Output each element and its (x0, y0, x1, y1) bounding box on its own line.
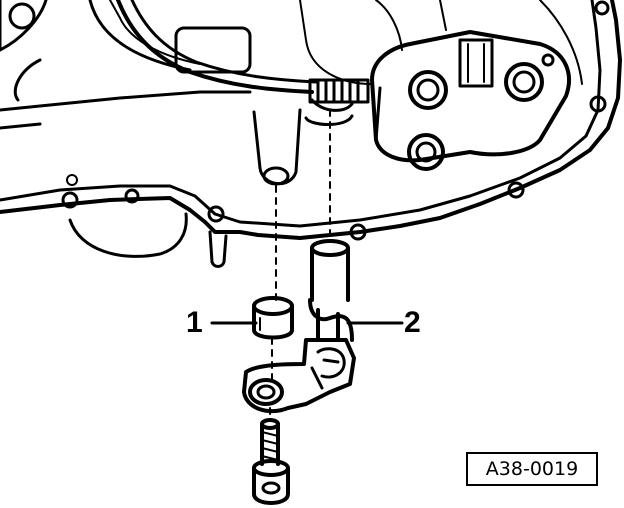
callout-1-label: 1 (186, 306, 203, 339)
callout-2-label: 2 (404, 306, 421, 339)
oil-pipe (116, 0, 370, 126)
part-2-fitting (242, 239, 356, 414)
reference-code-text: A38-0019 (485, 458, 579, 480)
part-1-bushing (252, 296, 294, 340)
banjo-bolt (252, 418, 290, 505)
reference-code-box: A38-0019 (466, 452, 598, 486)
centerlines (269, 109, 331, 421)
cover-plate (370, 30, 571, 171)
